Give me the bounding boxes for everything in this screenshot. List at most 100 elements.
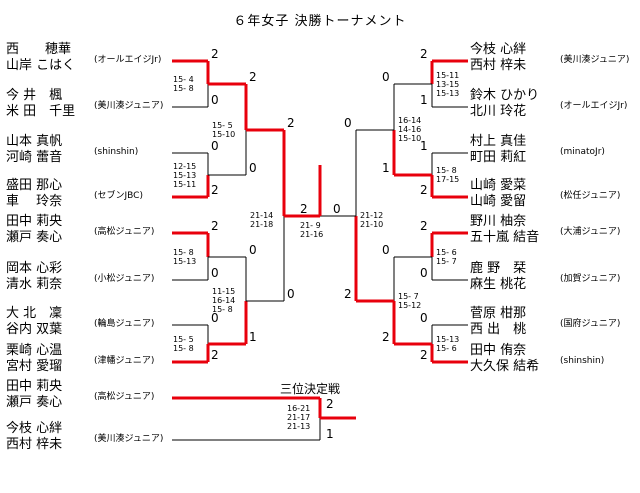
player-name: 山岸 こはく: [6, 58, 76, 73]
player-name: 宮村 愛瑠: [6, 359, 63, 374]
player-name: 河崎 蕾音: [6, 150, 63, 165]
team-name: (松任ジュニア): [560, 191, 621, 201]
team-name: (国府ジュニア): [560, 319, 621, 329]
match-score: 1: [382, 161, 390, 175]
team-name: (美川湊ジュニア): [94, 101, 164, 111]
match-score: 1: [249, 330, 257, 344]
match-score: 0: [420, 311, 428, 325]
player-name: 瀬戸 奏心: [6, 395, 63, 410]
match-score: 0: [420, 266, 428, 280]
game-scores: 15-11 13-15 15-13: [436, 70, 460, 98]
player-name: 村上 真佳: [470, 134, 527, 149]
player-name: 田中 莉央: [6, 379, 63, 394]
match-score: 0: [211, 266, 219, 280]
team-name: (津幡ジュニア): [94, 356, 155, 366]
match-score: 2: [287, 116, 295, 130]
player-name: 山崎 愛菜: [470, 178, 527, 193]
player-name: 大 北 凜: [6, 306, 63, 321]
match-score: 0: [211, 139, 219, 153]
match-score: 2: [249, 70, 257, 84]
match-score: 2: [211, 47, 219, 61]
game-scores: 15- 8 17-15: [436, 166, 460, 184]
player-name: 岡本 心彩: [6, 261, 63, 276]
player-name: 栗崎 心温: [6, 343, 63, 358]
team-name: (美川湊ジュニア): [94, 434, 164, 444]
match-score: 2: [420, 348, 428, 362]
match-score: 2: [382, 330, 390, 344]
player-name: 北川 玲花: [470, 104, 527, 119]
match-score: 0: [249, 243, 257, 257]
match-score: 2: [211, 219, 219, 233]
game-scores: 16-14 14-16 15-10: [398, 116, 422, 143]
player-name: 車 玲奈: [6, 194, 63, 209]
team-name: (美川湊ジュニア): [560, 55, 630, 65]
match-score: 0: [211, 93, 219, 107]
team-name: (高松ジュニア): [94, 392, 155, 402]
player-name: 今枝 心絆: [6, 421, 63, 436]
game-scores: 12-15 15-13 15-11: [173, 161, 197, 189]
game-scores: 15- 8 15-13: [173, 247, 197, 266]
match-score: 0: [382, 243, 390, 257]
match-score: 2: [420, 219, 428, 233]
page-title: ６年女子 決勝トーナメント: [233, 14, 407, 29]
game-scores: 15- 7 15-12: [398, 291, 422, 310]
team-name: (shinshin): [94, 147, 139, 157]
team-name: (minatoJr): [560, 147, 605, 157]
match-score: 2: [420, 183, 428, 197]
team-name: (高松ジュニア): [94, 227, 155, 237]
match-score: 0: [211, 311, 219, 325]
player-name: 野川 柚奈: [470, 214, 527, 229]
match-score: 0: [287, 287, 295, 301]
game-scores: 15- 5 15-10: [212, 120, 236, 139]
team-name: (オールエイジJr): [560, 101, 628, 111]
player-name: 西村 梓未: [6, 437, 63, 452]
player-name: 大久保 結希: [470, 359, 540, 374]
third-place-title: 三位決定戦: [280, 382, 341, 396]
match-score: 2: [211, 183, 219, 197]
player-name: 西村 梓未: [470, 58, 527, 73]
player-name: 今枝 心絆: [470, 42, 527, 57]
player-name: 西 出 桃: [470, 322, 527, 337]
game-scores: 15- 5 15- 8: [173, 334, 194, 353]
match-score: 2: [420, 47, 428, 61]
game-scores: 21-12 21-10: [360, 211, 384, 229]
player-name: 五十嵐 結音: [470, 230, 540, 245]
team-name: (加賀ジュニア): [560, 274, 621, 284]
match-score: 0: [382, 70, 390, 84]
match-score: 2: [344, 287, 352, 301]
player-name: 盛田 那心: [6, 178, 63, 193]
player-name: 鈴木 ひかり: [470, 88, 540, 103]
player-name: 今 井 楓: [6, 88, 63, 103]
player-name: 山本 真帆: [6, 134, 63, 149]
player-name: 瀬戸 奏心: [6, 230, 63, 245]
player-name: 山崎 愛留: [470, 194, 527, 209]
match-score: 2: [211, 348, 219, 362]
team-name: (小松ジュニア): [94, 274, 155, 284]
team-name: (セブンJBC): [94, 191, 143, 201]
game-scores: 21- 9 21-16: [300, 221, 324, 239]
final-score: 0: [333, 202, 341, 216]
final-score: 2: [300, 202, 308, 216]
player-name: 米 田 千里: [6, 104, 76, 119]
team-name: (輪島ジュニア): [94, 319, 155, 329]
game-scores: 16-21 21-17 21-13: [287, 404, 311, 431]
match-score: 1: [420, 93, 428, 107]
game-scores: 15-13 15- 6: [436, 334, 460, 353]
player-name: 麻生 桃花: [470, 277, 527, 292]
game-scores: 11-15 16-14 15- 8: [212, 287, 236, 314]
player-name: 町田 莉紅: [470, 150, 527, 165]
match-score: 1: [420, 139, 428, 153]
team-name: (大浦ジュニア): [560, 227, 621, 237]
match-score: 0: [344, 116, 352, 130]
game-scores: 15- 4 15- 8: [173, 75, 194, 93]
player-name: 谷内 双葉: [6, 322, 63, 337]
match-score: 0: [249, 161, 257, 175]
player-name: 清水 莉奈: [6, 277, 63, 292]
match-score: 2: [326, 397, 334, 411]
player-name: 西 穂華: [6, 42, 72, 57]
match-score: 1: [326, 427, 334, 441]
player-name: 田中 莉央: [6, 214, 63, 229]
game-scores: 21-14 21-18: [250, 211, 274, 229]
team-name: (オールエイジJr): [94, 55, 162, 65]
